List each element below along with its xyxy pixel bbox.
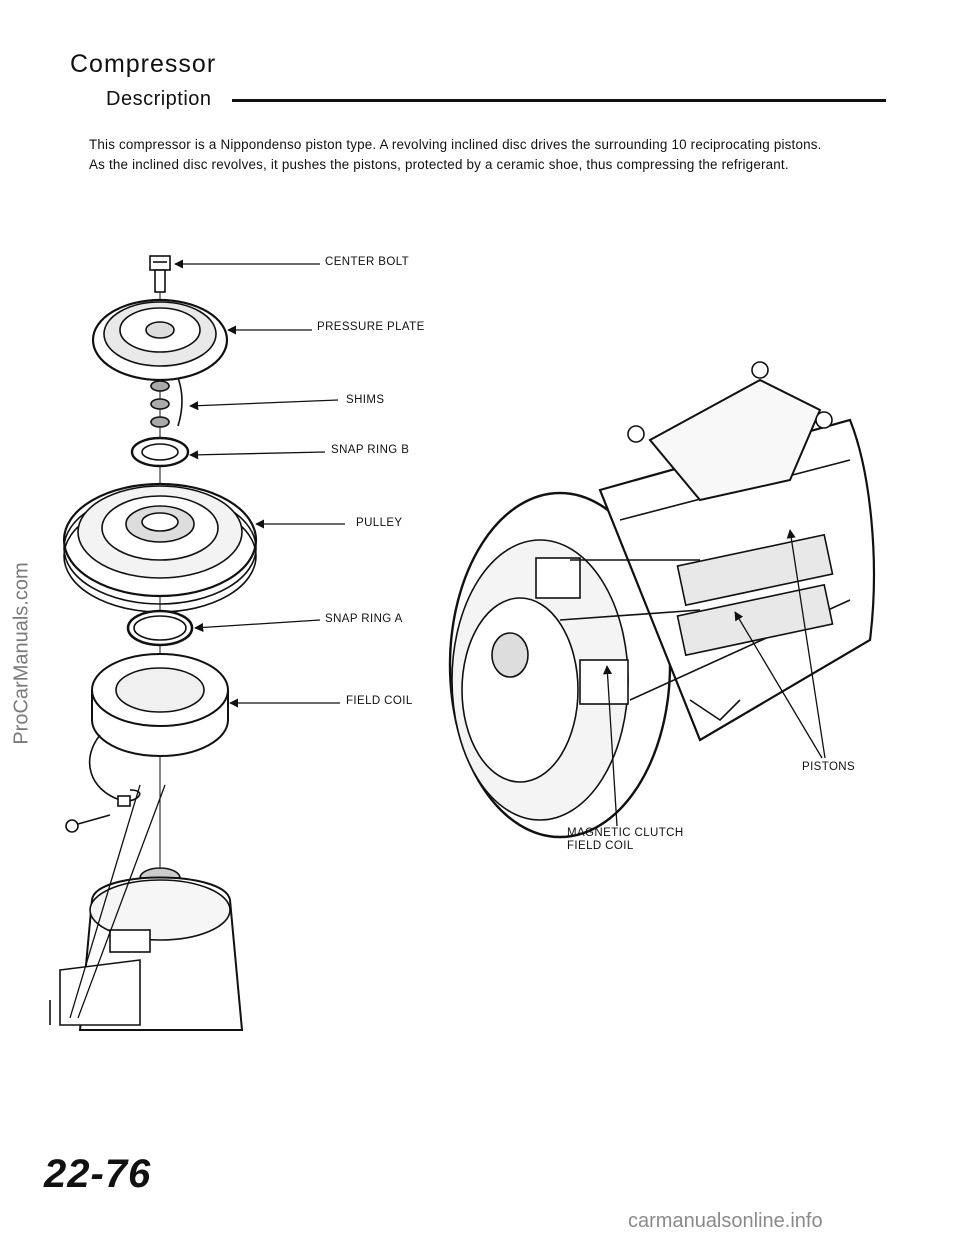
label-field-coil: FIELD COIL <box>346 695 413 707</box>
leader-snap-ring-a <box>194 619 321 633</box>
snap-ring-a-part <box>126 609 194 647</box>
label-center-bolt: CENTER BOLT <box>325 256 410 268</box>
leader-pistons-2 <box>786 529 826 759</box>
shims-part <box>150 377 183 428</box>
side-watermark: ProCarManuals.com <box>10 562 33 745</box>
label-pistons: PISTONS <box>802 761 856 773</box>
description-line-1: This compressor is a Nippondenso piston … <box>89 137 822 152</box>
leader-housing-b <box>77 784 166 1019</box>
compressor-cutaway-part <box>448 361 876 839</box>
label-shims: SHIMS <box>346 394 385 406</box>
snap-ring-b-part <box>130 436 190 468</box>
label-pressure-plate: PRESSURE PLATE <box>317 321 425 333</box>
compressor-housing-part <box>49 867 244 1031</box>
leader-housing-a <box>69 784 141 1019</box>
leader-pistons-1 <box>734 611 823 759</box>
description-line-2: As the inclined disc revolves, it pushes… <box>89 157 789 172</box>
field-coil-part <box>65 653 229 833</box>
heading-rule <box>232 99 886 102</box>
label-snap-ring-a: SNAP RING A <box>325 613 403 625</box>
pressure-plate-part <box>91 298 229 382</box>
leader-shims <box>189 399 339 411</box>
section-heading: Description <box>106 88 212 110</box>
description-text: This compressor is a Nippondenso piston … <box>89 135 889 175</box>
label-magnetic-clutch-line-1: MAGNETIC CLUTCH <box>567 827 684 839</box>
pulley-part <box>62 482 258 613</box>
label-pulley: PULLEY <box>356 517 403 529</box>
center-bolt-part <box>149 255 171 293</box>
label-snap-ring-b: SNAP RING B <box>331 444 410 456</box>
leader-snap-ring-b <box>189 450 326 460</box>
bottom-watermark: carmanualsonline.info <box>628 1210 823 1232</box>
page-title: Compressor <box>70 50 217 78</box>
leader-magnetic-clutch <box>602 665 618 827</box>
page-number: 22-76 <box>44 1152 152 1196</box>
label-magnetic-clutch-line-2: FIELD COIL <box>567 840 634 852</box>
